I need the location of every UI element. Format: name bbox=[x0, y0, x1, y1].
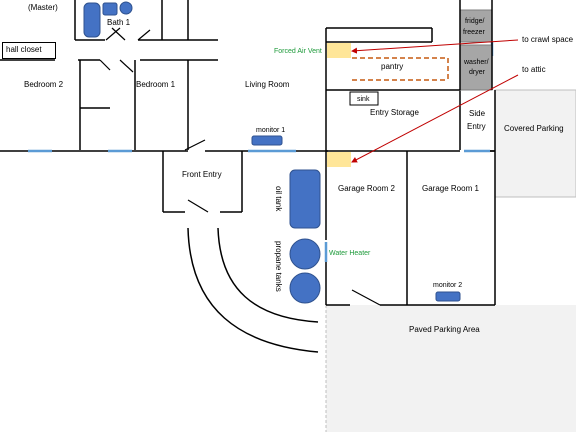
sink-counter bbox=[349, 91, 379, 106]
side-entry-label-2: Entry bbox=[467, 122, 486, 131]
bath-sink bbox=[102, 2, 118, 16]
crawl-space-label: to crawl space bbox=[522, 35, 574, 44]
bath1-label: Bath 1 bbox=[107, 18, 131, 27]
attic-access bbox=[327, 152, 351, 167]
walkway-arc-outer bbox=[187, 227, 319, 353]
toilet bbox=[119, 1, 133, 15]
attic-arrow bbox=[351, 74, 519, 163]
windows bbox=[28, 42, 494, 262]
front-entry-label: Front Entry bbox=[182, 170, 222, 179]
monitor1-label: monitor 1 bbox=[256, 127, 286, 134]
oil-tank bbox=[289, 169, 321, 229]
paved-parking-label: Paved Parking Area bbox=[409, 325, 480, 334]
paved-parking-area bbox=[326, 305, 576, 432]
pantry-label: pantry bbox=[381, 62, 404, 71]
walkway-arc-inner bbox=[217, 227, 319, 323]
hall-closet-label: hall closet bbox=[6, 45, 42, 54]
garage-walls bbox=[325, 27, 496, 306]
side-entry-label-1: Side bbox=[469, 109, 486, 118]
covered-parking-area bbox=[494, 89, 576, 198]
bedroom2-label: Bedroom 2 bbox=[24, 80, 64, 89]
forced-air-vent-label: Forced Air Vent bbox=[274, 48, 322, 55]
fridge-label-2: freezer bbox=[463, 29, 485, 36]
washer-dryer bbox=[459, 44, 493, 91]
propane-tank-2 bbox=[289, 272, 321, 304]
monitor-1 bbox=[251, 135, 283, 146]
pantry-shelves bbox=[352, 57, 449, 81]
washer-label-1: washer/ bbox=[464, 59, 489, 66]
fridge-freezer bbox=[459, 9, 493, 43]
covered-parking-label: Covered Parking bbox=[504, 124, 564, 133]
attic-label: to attic bbox=[522, 65, 546, 74]
living-room-label: Living Room bbox=[245, 80, 290, 89]
hall-closet-box bbox=[2, 42, 56, 59]
water-heater-label: Water Heater bbox=[329, 250, 371, 257]
entry-storage-label: Entry Storage bbox=[370, 108, 419, 117]
forced-air-vent bbox=[327, 43, 351, 58]
crawl-space-arrow bbox=[351, 39, 519, 54]
garage-room1-label: Garage Room 1 bbox=[422, 184, 479, 193]
bathtub bbox=[83, 2, 101, 38]
monitor-2 bbox=[435, 291, 461, 302]
door-swings bbox=[99, 27, 381, 306]
oil-tank-label: oil tank bbox=[274, 186, 283, 212]
washer-label-2: dryer bbox=[469, 69, 485, 76]
sink-label: sink bbox=[357, 96, 370, 103]
propane-tank-1 bbox=[289, 238, 321, 270]
fridge-label-1: fridge/ bbox=[465, 18, 485, 25]
propane-tanks-label: propane tanks bbox=[274, 241, 283, 292]
bedroom-walls bbox=[0, 0, 328, 213]
master-label: (Master) bbox=[28, 3, 58, 12]
garage-room2-label: Garage Room 2 bbox=[338, 184, 395, 193]
bedroom1-label: Bedroom 1 bbox=[136, 80, 176, 89]
monitor2-label: monitor 2 bbox=[433, 282, 463, 289]
